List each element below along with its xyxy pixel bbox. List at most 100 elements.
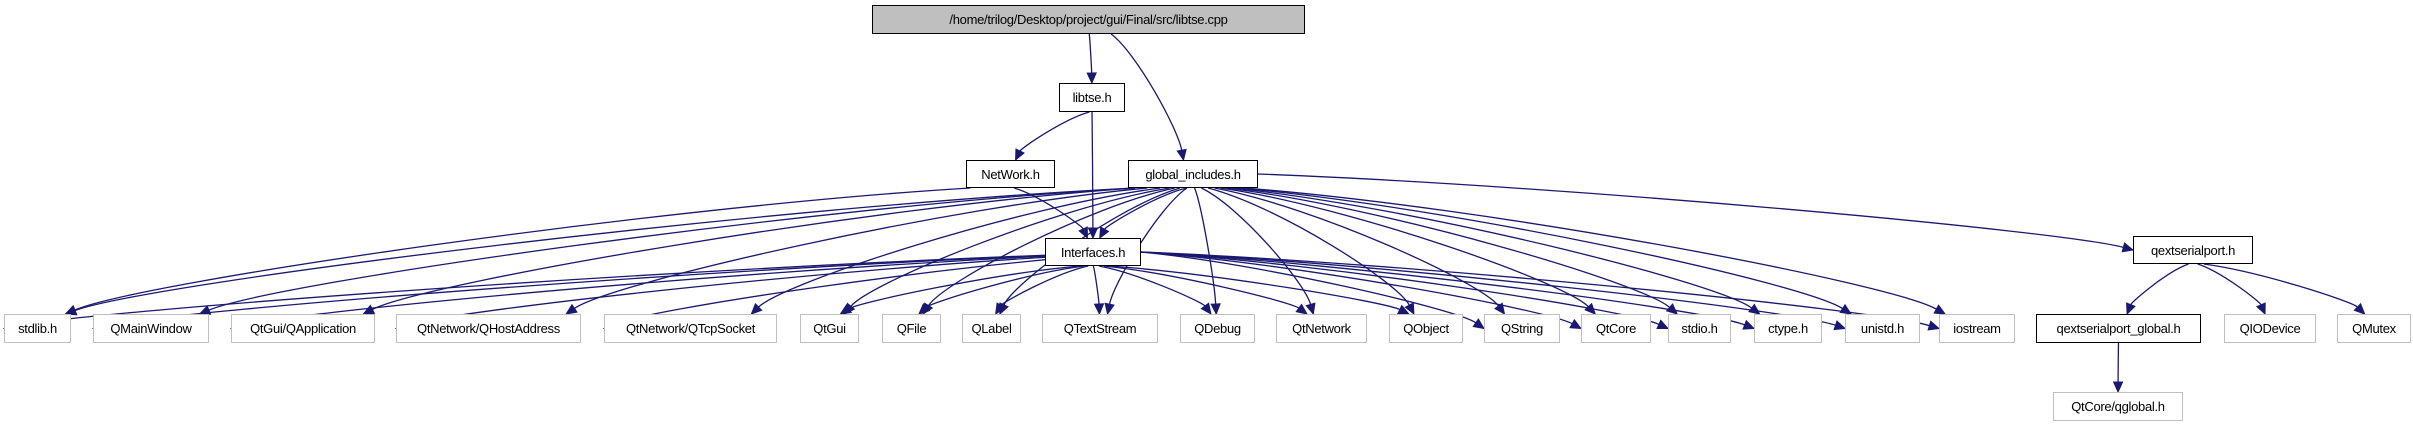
edge-network-to-stdlib	[64, 187, 971, 315]
edge-interfaces-to-qlabel	[995, 265, 1089, 316]
node-qiodevice[interactable]: QIODevice	[2224, 314, 2316, 343]
node-label: QtGui	[813, 321, 846, 336]
arrowhead-icon	[1305, 302, 1316, 316]
edge-line	[208, 187, 1135, 311]
node-qstring[interactable]: QString	[1484, 314, 1560, 343]
arrowhead-icon	[1086, 72, 1097, 85]
edge-line	[1214, 187, 1500, 307]
edge-interfaces-to-qfile	[918, 265, 1085, 315]
node-qlabel[interactable]: QLabel	[962, 314, 1021, 343]
arrowhead-icon	[1494, 302, 1506, 315]
node-label: QtGui/QApplication	[250, 321, 356, 336]
edge-line	[2203, 263, 2358, 308]
node-label: QtCore/qglobal.h	[2071, 399, 2165, 414]
edge-qextglobal-to-qglobal	[2112, 342, 2124, 394]
edge-line	[1013, 187, 1084, 230]
node-ctype[interactable]: ctype.h	[1754, 314, 1822, 343]
arrowhead-icon	[2256, 302, 2266, 316]
edge-line	[1201, 187, 1312, 305]
node-label: global_includes.h	[1145, 166, 1241, 182]
node-libtse[interactable]: libtse.h	[1059, 83, 1125, 112]
edge-global-to-qext	[1257, 173, 2135, 253]
edge-line	[848, 265, 1081, 310]
arrowhead-icon	[1742, 319, 1756, 330]
node-label: QIODevice	[2239, 321, 2301, 336]
edge-line	[1207, 187, 1410, 306]
edge-qext-to-qextglobal	[2126, 263, 2189, 316]
node-network[interactable]: NetWork.h	[966, 160, 1055, 188]
arrowhead-icon	[2121, 242, 2135, 253]
node-qmainwindow[interactable]: QMainWindow	[93, 314, 209, 343]
node-label: QLabel	[971, 321, 1012, 336]
node-iostream[interactable]: iostream	[1939, 314, 2015, 343]
node-label: QtCore	[1595, 321, 1637, 336]
edge-line	[2197, 263, 2262, 306]
edge-qext-to-qmutex	[2203, 263, 2366, 315]
node-stdlib[interactable]: stdlib.h	[4, 314, 71, 343]
node-qapplication[interactable]: QtGui/QApplication	[231, 314, 375, 343]
arrowhead-icon	[1295, 303, 1308, 315]
node-qextglobal[interactable]: qextserialport_global.h	[2036, 314, 2201, 343]
edge-line	[1220, 187, 1589, 308]
edge-global-to-qtnetwork	[1201, 187, 1316, 316]
node-qmutex[interactable]: QMutex	[2337, 314, 2411, 343]
node-label: qextserialport.h	[2150, 242, 2236, 258]
edge-line	[1243, 187, 1937, 310]
node-label: QtNetwork/QTcpSocket	[625, 321, 756, 336]
node-qhostaddress[interactable]: QtNetwork/QHostAddress	[396, 314, 581, 343]
arrowhead-icon	[1200, 302, 1212, 315]
edge-line	[1110, 33, 1183, 151]
arrowhead-icon	[2353, 302, 2366, 315]
edge-global-to-qapplication	[362, 187, 1136, 315]
edge-line	[1000, 265, 1089, 306]
node-stdio[interactable]: stdio.h	[1668, 314, 1731, 343]
arrowhead-icon	[1569, 318, 1583, 330]
node-label: QtNetwork	[1292, 321, 1351, 336]
node-label: QtNetwork/QHostAddress	[417, 321, 560, 336]
arrowhead-icon	[1656, 319, 1670, 330]
node-qtextstream[interactable]: QTextStream	[1042, 314, 1158, 343]
node-qtgui[interactable]: QtGui	[800, 314, 859, 343]
node-label: /home/trilog/Desktop/project/gui/Final/s…	[949, 12, 1228, 27]
node-unistd[interactable]: unistd.h	[1845, 314, 1920, 343]
node-qtcpsocket[interactable]: QtNetwork/QTcpSocket	[604, 314, 777, 343]
arrowhead-icon	[1933, 304, 1947, 315]
edge-line	[1193, 187, 1217, 305]
node-qobject[interactable]: QObject	[1389, 314, 1463, 343]
edge-line	[850, 187, 1170, 307]
node-label: QObject	[1403, 321, 1449, 336]
node-label: stdio.h	[1681, 321, 1718, 336]
node-global[interactable]: global_includes.h	[1128, 160, 1258, 188]
node-root[interactable]: /home/trilog/Desktop/project/gui/Final/s…	[872, 5, 1305, 34]
node-label: QMainWindow	[110, 321, 192, 336]
arrowhead-icon	[1404, 302, 1415, 316]
edge-global-to-ctype	[1231, 187, 1761, 315]
node-qfile[interactable]: QFile	[882, 314, 941, 343]
node-qtcore[interactable]: QtCore	[1581, 314, 1651, 343]
arrowhead-icon	[1104, 302, 1115, 316]
node-label: QTextStream	[1063, 321, 1137, 336]
edge-line	[1019, 111, 1090, 152]
edge-qext-to-qiodevice	[2197, 263, 2266, 316]
arrowhead-icon	[64, 305, 78, 316]
edge-line	[1098, 265, 1206, 307]
arrowhead-icon	[2112, 381, 2124, 394]
edge-libtse-to-interfaces	[1087, 111, 1099, 240]
node-label: Interfaces.h	[1060, 244, 1126, 260]
node-qglobal[interactable]: QtCore/qglobal.h	[2053, 392, 2183, 421]
edge-network-to-interfaces	[1013, 187, 1088, 240]
arrowhead-icon	[1472, 318, 1485, 330]
node-qtnetwork[interactable]: QtNetwork	[1276, 314, 1367, 343]
node-interfaces[interactable]: Interfaces.h	[1045, 238, 1141, 266]
node-label: libtse.h	[1072, 90, 1112, 105]
node-label: qextserialport_global.h	[2056, 321, 2181, 336]
node-qdebug[interactable]: QDebug	[1180, 314, 1255, 343]
edge-line	[74, 187, 971, 311]
node-qext[interactable]: qextserialport.h	[2133, 236, 2253, 264]
arrowhead-icon	[1099, 226, 1110, 240]
arrowhead-icon	[1210, 303, 1221, 316]
node-label: unistd.h	[1860, 321, 1905, 336]
arrowhead-icon	[750, 302, 763, 315]
arrowhead-icon	[1078, 226, 1088, 240]
